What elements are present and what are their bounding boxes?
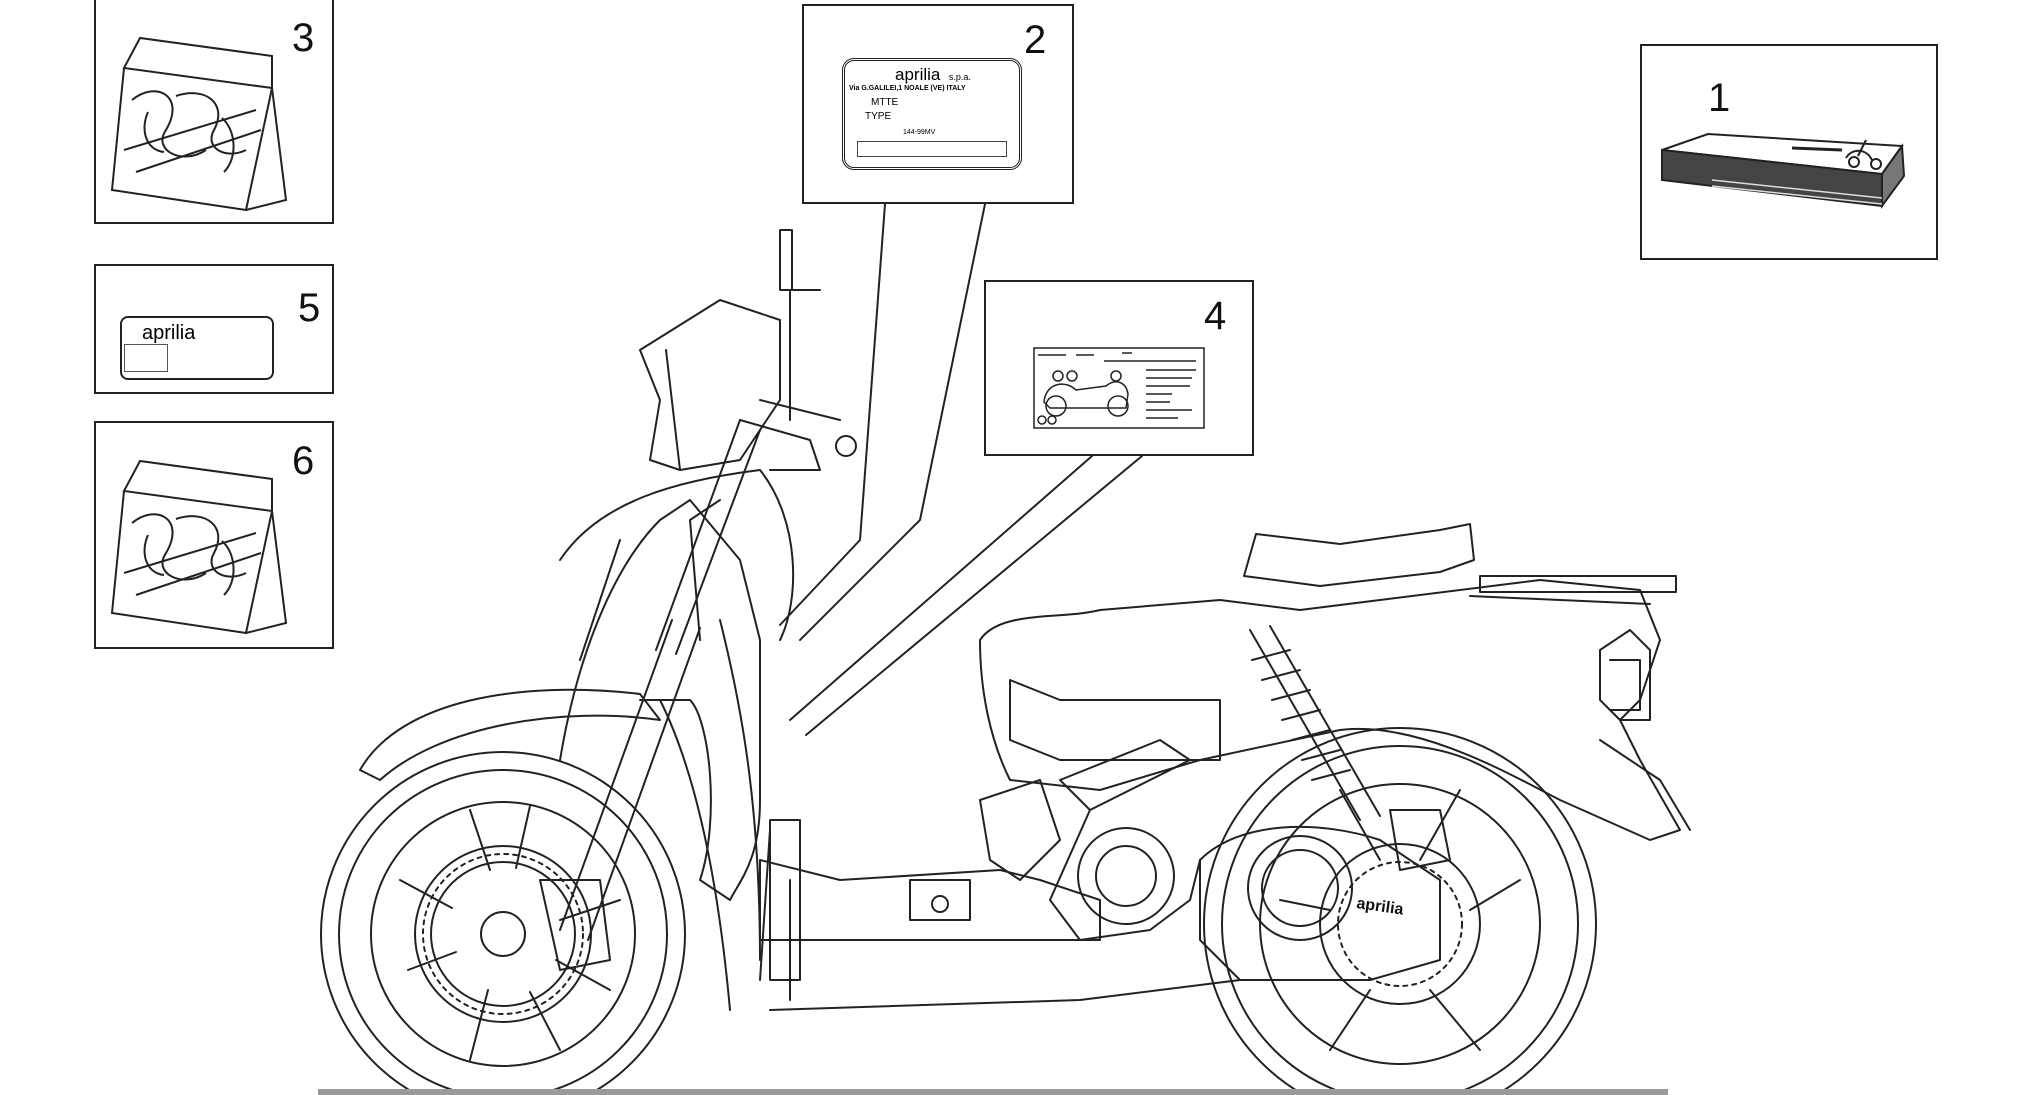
plate-line2: TYPE — [865, 111, 892, 122]
rear-body — [979, 579, 1681, 841]
callout-number-5: 5 — [298, 286, 321, 330]
seat — [1243, 523, 1475, 587]
front-fork — [559, 419, 761, 941]
document-folder-icon — [110, 459, 288, 635]
plate-blank-field — [857, 141, 1007, 157]
part-box-2[interactable]: 2 aprilia s.p.a. Via G.GALILEI,1 NOALE (… — [802, 4, 1074, 204]
part-box-3[interactable]: 3 — [94, 0, 334, 224]
callout-number-1: 1 — [1708, 76, 1731, 120]
callout-number-3: 3 — [292, 16, 315, 60]
plate-address: Via G.GALILEI,1 NOALE (VE) ITALY — [849, 85, 966, 92]
tail-light — [1599, 629, 1651, 721]
windshield — [639, 299, 781, 471]
rear-shock — [1249, 625, 1381, 821]
identification-plate: aprilia s.p.a. Via G.GALILEI,1 NOALE (VE… — [842, 58, 1022, 170]
cvt-cover-logo: aprilia — [1355, 895, 1404, 918]
info-label-drawing — [1033, 347, 1205, 429]
plate-line1: MTTE — [871, 97, 899, 108]
floorboard — [759, 859, 1101, 941]
part-box-4[interactable]: 4 — [984, 280, 1254, 456]
document-folder-icon — [110, 36, 288, 212]
part-box-5[interactable]: 5 aprilia — [94, 264, 334, 394]
part-box-1[interactable]: 1 — [1640, 44, 1938, 260]
callout-number-2: 2 — [1024, 18, 1047, 62]
plate-brand: aprilia — [895, 65, 941, 84]
plate-code: 144-99MV — [903, 129, 936, 136]
rear-rack — [1479, 575, 1677, 593]
sticker-brand-text: aprilia — [142, 322, 196, 344]
callout-number-6: 6 — [292, 439, 315, 483]
plate-suffix: s.p.a. — [948, 72, 971, 82]
part-box-6[interactable]: 6 — [94, 421, 334, 649]
rear-wheel — [1203, 727, 1597, 1095]
front-brake-disc — [422, 853, 584, 1015]
engine-unit — [979, 679, 1441, 981]
front-fender — [359, 688, 661, 781]
callout-number-4: 4 — [1204, 294, 1227, 338]
owner-manual-icon — [1661, 132, 1906, 210]
leg-shield — [559, 499, 761, 901]
front-wheel — [320, 751, 686, 1095]
sticker-blank-area — [124, 344, 168, 372]
aprilia-sticker: aprilia — [120, 316, 274, 380]
